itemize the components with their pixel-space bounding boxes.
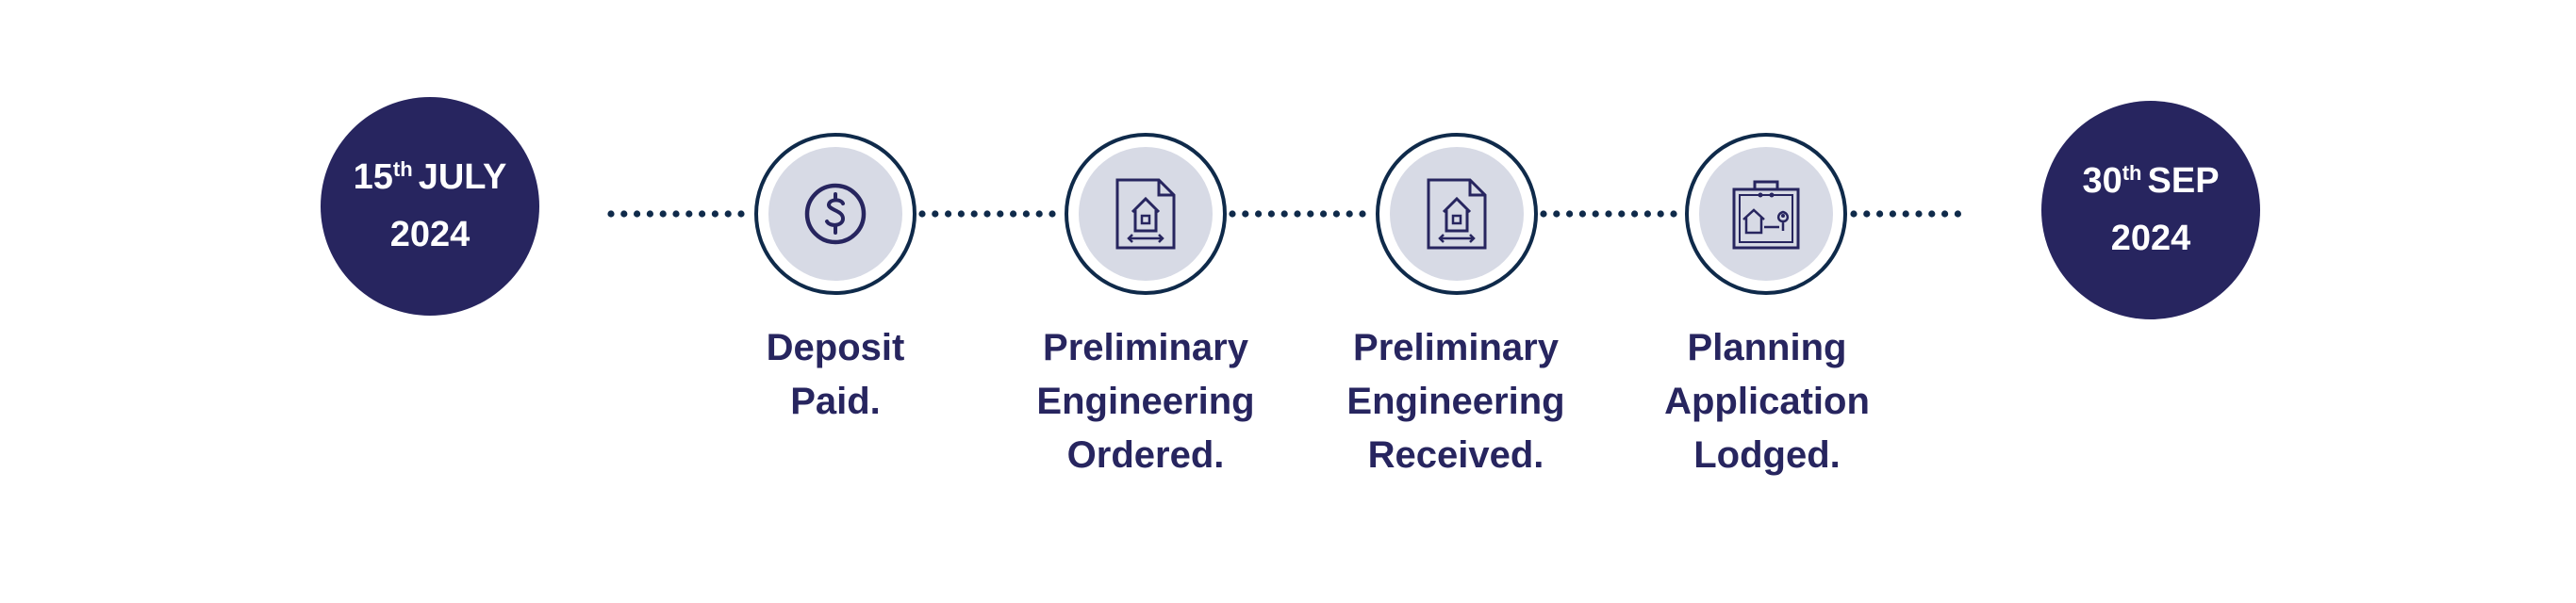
- timeline-dot: [1320, 210, 1328, 218]
- end-date-month: SEP: [2147, 161, 2220, 202]
- timeline-dot: [1022, 210, 1030, 218]
- timeline-dot: [737, 210, 745, 218]
- step-icon-bg: [1699, 147, 1833, 281]
- timeline-dot: [1553, 210, 1560, 218]
- step-label-line: Deposit: [766, 327, 905, 368]
- timeline-dot: [1928, 210, 1936, 218]
- timeline-dot: [1010, 210, 1017, 218]
- timeline-dot: [1294, 210, 1301, 218]
- end-date-year: 2024: [2110, 219, 2191, 258]
- step-label-line: Received.: [1367, 434, 1544, 476]
- end-date-suffix: th: [2122, 160, 2142, 185]
- step-label-line: Preliminary: [1043, 327, 1248, 368]
- timeline-dot: [1049, 210, 1056, 218]
- timeline-dot: [711, 210, 719, 218]
- timeline-dot: [918, 210, 926, 218]
- timeline-dot: [1605, 210, 1612, 218]
- clipboard-plan-icon: [1732, 180, 1800, 250]
- timeline-dot: [1229, 210, 1236, 218]
- timeline-dot: [1566, 210, 1574, 218]
- step-label-line: Engineering: [1346, 381, 1565, 422]
- step-planning-application-lodged: [1685, 133, 1847, 295]
- timeline-dot: [1631, 210, 1639, 218]
- timeline-dot: [1035, 210, 1043, 218]
- timeline-dot: [699, 210, 706, 218]
- step-label-preliminary-engineering-received: Preliminary Engineering Received.: [1324, 321, 1588, 482]
- step-preliminary-engineering-ordered: [1065, 133, 1227, 295]
- timeline-dot: [607, 210, 615, 218]
- timeline-dot: [1670, 210, 1677, 218]
- house-document-icon: [1427, 178, 1487, 250]
- timeline-dot: [1242, 210, 1249, 218]
- timeline-dot: [1657, 210, 1664, 218]
- timeline-dot: [1850, 210, 1858, 218]
- timeline-dot: [1346, 210, 1353, 218]
- timeline-dot: [970, 210, 978, 218]
- timeline-dot: [685, 210, 693, 218]
- timeline-dot: [672, 210, 680, 218]
- step-label-line: Ordered.: [1066, 434, 1225, 476]
- step-preliminary-engineering-received: [1376, 133, 1538, 295]
- start-date-day: 15: [353, 157, 393, 198]
- timeline-dot: [1954, 210, 1961, 218]
- timeline-dot: [997, 210, 1004, 218]
- timeline-dot: [1280, 210, 1288, 218]
- dollar-coin-icon: [804, 183, 867, 245]
- step-label-deposit-paid: Deposit Paid.: [703, 321, 967, 429]
- step-deposit-paid: [754, 133, 916, 295]
- timeline-dot: [1255, 210, 1263, 218]
- timeline-dot: [620, 210, 628, 218]
- timeline-dot: [659, 210, 667, 218]
- timeline-dot: [1915, 210, 1923, 218]
- timeline-dot: [634, 210, 641, 218]
- timeline-dot: [1941, 210, 1949, 218]
- timeline-dot: [724, 210, 732, 218]
- step-label-line: Engineering: [1036, 381, 1255, 422]
- step-label-line: Lodged.: [1693, 434, 1841, 476]
- step-label-planning-application-lodged: Planning Application Lodged.: [1635, 321, 1899, 482]
- step-icon-bg: [1390, 147, 1524, 281]
- timeline-dot: [1863, 210, 1871, 218]
- house-document-icon: [1115, 178, 1176, 250]
- timeline-dot: [1592, 210, 1599, 218]
- step-label-line: Planning: [1687, 327, 1847, 368]
- start-date-suffix: th: [392, 156, 413, 181]
- step-icon-bg: [1079, 147, 1213, 281]
- end-date-day: 30: [2082, 161, 2122, 202]
- start-date-month: JULY: [418, 157, 507, 198]
- timeline-dot: [1307, 210, 1314, 218]
- timeline-dot: [1876, 210, 1884, 218]
- step-label-line: Application: [1664, 381, 1870, 422]
- timeline-dot: [1902, 210, 1909, 218]
- timeline-dot: [1618, 210, 1626, 218]
- timeline-dot: [1332, 210, 1340, 218]
- start-date-year: 2024: [389, 215, 471, 254]
- step-label-line: Preliminary: [1353, 327, 1559, 368]
- timeline-dot: [1889, 210, 1896, 218]
- timeline-dot: [945, 210, 952, 218]
- timeline-dot: [1267, 210, 1275, 218]
- step-label-line: Paid.: [790, 381, 881, 422]
- timeline-dot: [1578, 210, 1586, 218]
- timeline-dot: [1643, 210, 1651, 218]
- timeline-dot: [957, 210, 966, 218]
- timeline-dot: [932, 210, 939, 218]
- step-label-preliminary-engineering-ordered: Preliminary Engineering Ordered.: [1014, 321, 1278, 482]
- timeline-dot: [646, 210, 654, 218]
- timeline-dot: [1359, 210, 1366, 218]
- timeline-dots: [607, 210, 1961, 218]
- timeline-dot: [983, 210, 991, 218]
- timeline-dot: [1540, 210, 1547, 218]
- step-icon-bg: [768, 147, 902, 281]
